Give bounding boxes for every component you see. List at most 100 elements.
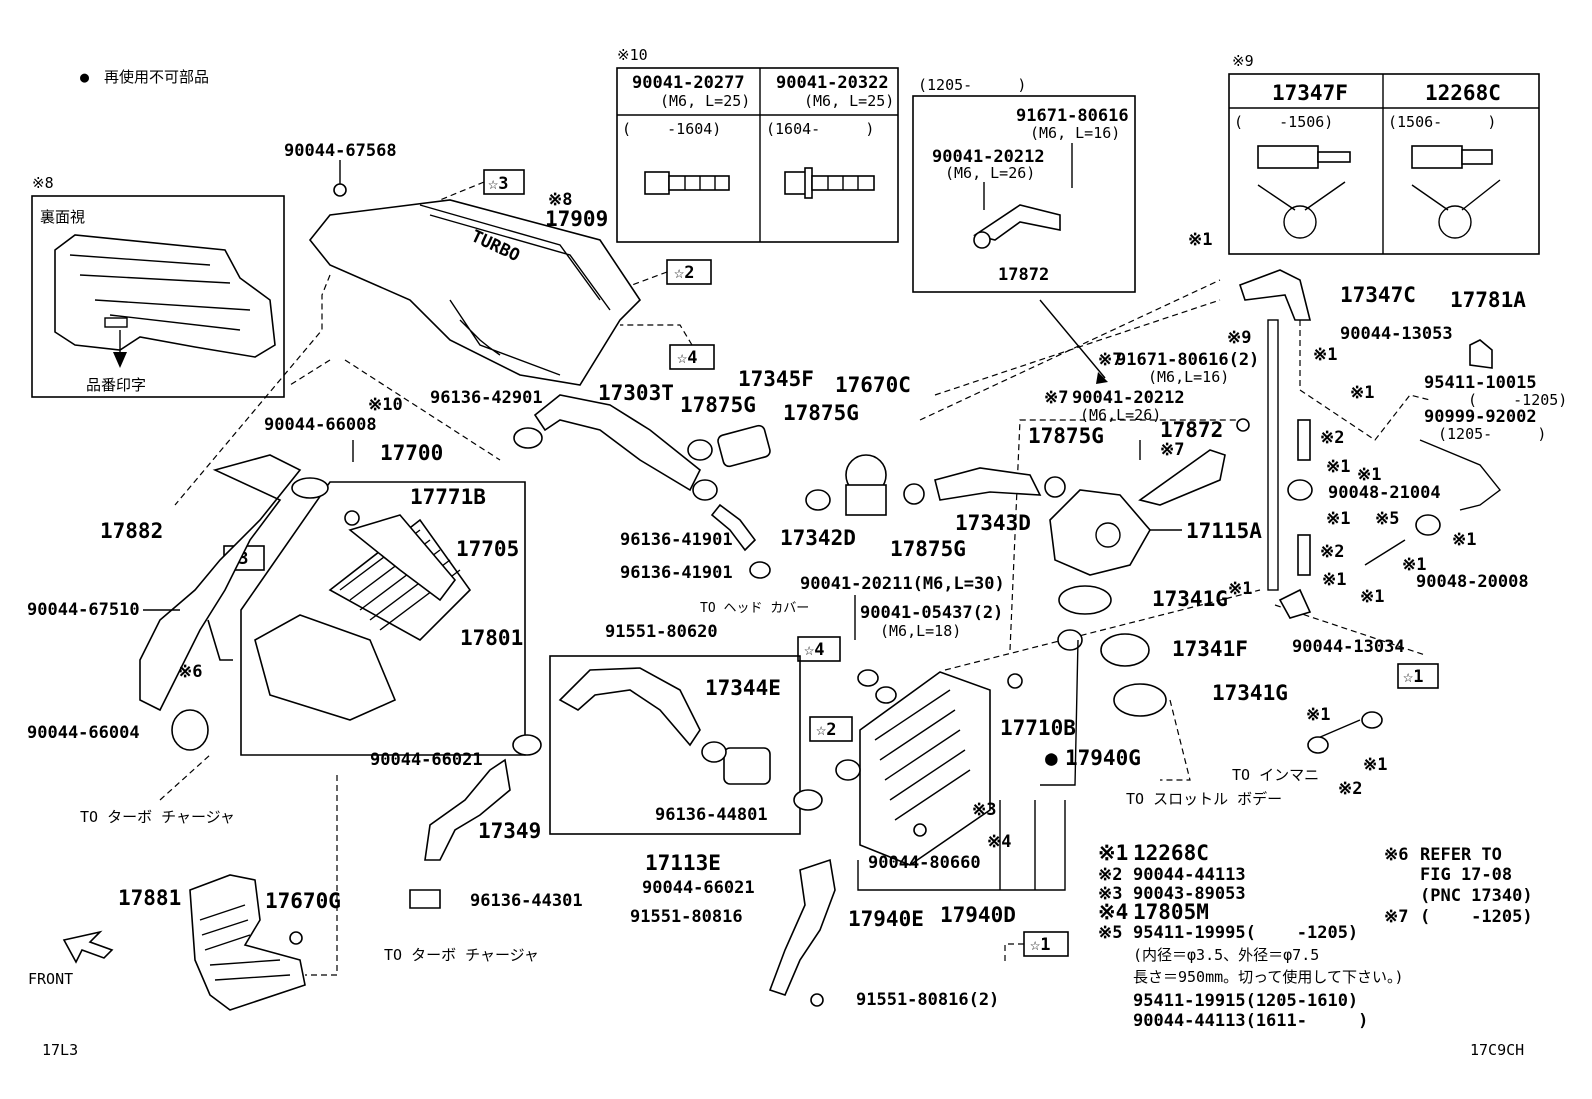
note-3-mark: ※3 [1098,884,1122,904]
air-cleaner-case [254,614,397,721]
label-17341G-b: 17341G [1212,681,1288,705]
hose-17344E-box [549,655,801,835]
label-m1-d: ※1 [1326,457,1350,477]
label-17345F: 17345F [738,367,814,391]
label-17344E: 17344E [705,676,781,700]
label-to-turbo-b: TO ターボ チャージャ [384,946,539,964]
label-96136-41901-a: 96136-41901 [620,530,733,550]
box1205-p2-spec: (M6, L=26) [945,164,1035,182]
note-5-mark: ※5 [1098,923,1122,943]
label-17940G: 17940G [1065,746,1141,770]
label-90048-21004: 90048-21004 [1328,483,1441,503]
label-s4b: ☆4 [804,640,824,660]
front-arrow-icon [62,930,114,964]
label-m8: ※8 [548,190,572,210]
label-96136-44301: 96136-44301 [470,891,583,911]
label-17113E: 17113E [645,851,721,875]
clamp-17341G-a [1058,585,1112,615]
label-90041-05437: 90041-05437(2) [860,603,1003,623]
hose-17343D [934,467,1042,501]
hose-17345F [717,424,771,468]
label-17875G-b: 17875G [783,401,859,425]
label-to-turbo-a: TO ターボ チャージャ [80,808,235,826]
hose-segment-b [1297,534,1311,576]
label-m7-b: ※7 [1044,388,1068,408]
label-17710B: 17710B [1000,716,1076,740]
label-17940D: 17940D [940,903,1016,927]
note-1-text: 12268C [1133,841,1209,865]
label-91551-80620: 91551-80620 [605,622,718,642]
notes-block: ※1 12268C ※2 90044-44113 ※3 90043-89053 … [1098,841,1533,1031]
check-valve-90048-21004 [1287,479,1313,501]
label-s1a: ☆1 [1403,667,1423,687]
label-17872: 17872 [1160,418,1223,442]
box9-col1-range: ( -1506) [1234,113,1333,131]
label-m1-m: ※1 [1363,755,1387,775]
label-90044-67568: 90044-67568 [284,141,397,161]
intercooler-17940G [859,671,991,866]
label-m1-k: ※1 [1360,587,1384,607]
box1205-p2-pn: 90041-20212 [932,147,1045,167]
label-m1-l: ※1 [1306,705,1330,725]
clamp-17341G-b [1113,683,1167,717]
note-5-alt1: 95411-19915(1205-1610) [1133,991,1358,1011]
hose-17341F [1100,633,1150,667]
flange-bolt-icon [784,171,808,195]
label-17801: 17801 [460,626,523,650]
box8-title: 裏面視 [40,208,85,226]
label-m6: ※6 [178,662,202,682]
label-96136-42901: 96136-42901 [430,388,543,408]
label-91551-80816: 91551-80816 [630,907,743,927]
footer-right: 17C9CH [1470,1041,1524,1059]
bracket-17940E [768,858,836,996]
label-96136-44801: 96136-44801 [655,805,768,825]
label-s1b: ☆1 [1030,935,1050,955]
label-90044-66008: 90044-66008 [264,415,377,435]
box10-col2-spec: (M6, L=25) [804,92,894,110]
label-17875G-d: 17875G [1028,424,1104,448]
label-17909: 17909 [545,207,608,231]
hose-17303T [533,394,702,492]
label-r1205a: ( -1205) [1468,391,1567,409]
label-spec-m6-16: (M6,L=16) [1148,368,1229,386]
note-6-line2: FIG 17-08 [1420,865,1512,885]
label-m1-i: ※1 [1322,570,1346,590]
label-17875G-a: 17875G [680,393,756,417]
label-17341G-a: 17341G [1152,587,1228,611]
box1205-p1-pn: 91671-80616 [1016,106,1129,126]
label-96136-41901-b: 96136-41901 [620,563,733,583]
label-90044-13053: 90044-13053 [1340,324,1453,344]
label-95411-10015: 95411-10015 [1424,373,1537,393]
label-m1-g: ※1 [1452,530,1476,550]
label-m10: ※10 [368,395,403,415]
box9-col1-pn: 17347F [1272,81,1348,105]
label-m7-c: ※7 [1160,440,1184,460]
pipe-17347C [1238,269,1312,321]
label-s2b: ☆2 [816,720,836,740]
note-5-detail2: 長さ＝950mm。切って使用して下さい。) [1133,968,1404,986]
label-17303T: 17303T [598,381,674,405]
check-valve-90048-20008 [1415,514,1441,536]
label-17700: 17700 [380,441,443,465]
note-6-line3: (PNC 17340) [1420,886,1533,906]
box1205-range: (1205- ) [918,76,1026,94]
hose-segment-a [1297,419,1311,461]
label-m1-b: ※1 [1313,345,1337,365]
label-91671-80616-2: 91671-80616(2) [1116,350,1259,370]
label-17771B: 17771B [410,485,486,509]
label-90044-67510: 90044-67510 [27,600,140,620]
label-17705: 17705 [456,537,519,561]
label-17343D: 17343D [955,511,1031,535]
label-17781A: 17781A [1450,288,1526,312]
note-5-detail1: (内径＝φ3.5、外径＝φ7.5 [1133,946,1319,964]
box10-mark: ※10 [617,46,648,64]
label-m2-b: ※2 [1320,542,1344,562]
label-m1-f: ※1 [1326,509,1350,529]
note-2-mark: ※2 [1098,865,1122,885]
label-m1-a: ※1 [1188,230,1212,250]
note-5-alt2: 90044-44113(1611- ) [1133,1011,1368,1031]
label-s4a: ☆4 [677,348,697,368]
label-90044-66021-b: 90044-66021 [642,878,755,898]
box10-col2-pn: 90041-20322 [776,73,889,93]
